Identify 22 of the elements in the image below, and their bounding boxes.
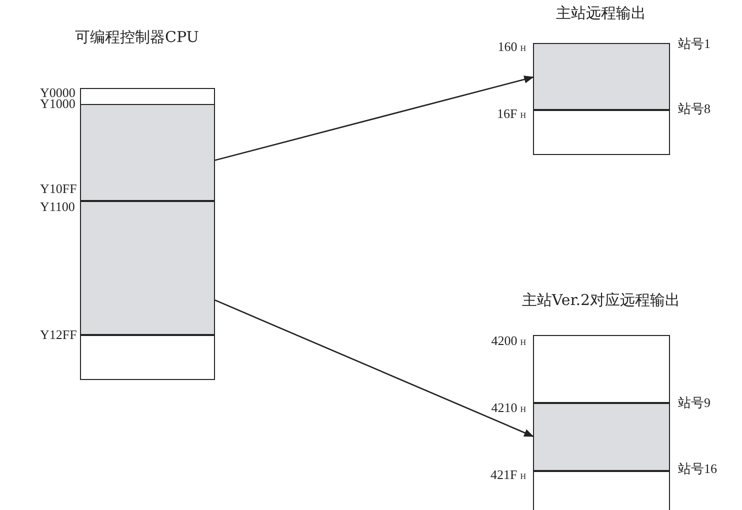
memory-area (533, 110, 670, 155)
address-label: Y12FF (40, 327, 77, 342)
address-label: Y10FF (40, 181, 77, 196)
station-label: 站号8 (678, 101, 710, 116)
arrow (214, 76, 534, 161)
arrow (214, 300, 534, 437)
memory-map (533, 3, 673, 156)
station-label: 站号9 (678, 395, 710, 410)
mapped-memory-area (533, 43, 670, 110)
memory-area (533, 471, 670, 510)
memory-area (80, 335, 215, 380)
mapped-memory-area (533, 403, 670, 471)
station-label: 站号16 (678, 461, 717, 476)
address-label: Y1100 (40, 199, 75, 214)
memory-map-title: 主站Ver.2对应远程输出 (522, 291, 680, 309)
memory-area (80, 88, 215, 105)
station-label: 站号1 (678, 36, 710, 51)
memory-map-title: 可编程控制器CPU (75, 28, 199, 46)
mapped-memory-area (80, 201, 215, 335)
memory-map-title: 主站远程输出 (556, 4, 646, 22)
memory-area (533, 335, 670, 403)
mapped-memory-area (80, 104, 215, 201)
